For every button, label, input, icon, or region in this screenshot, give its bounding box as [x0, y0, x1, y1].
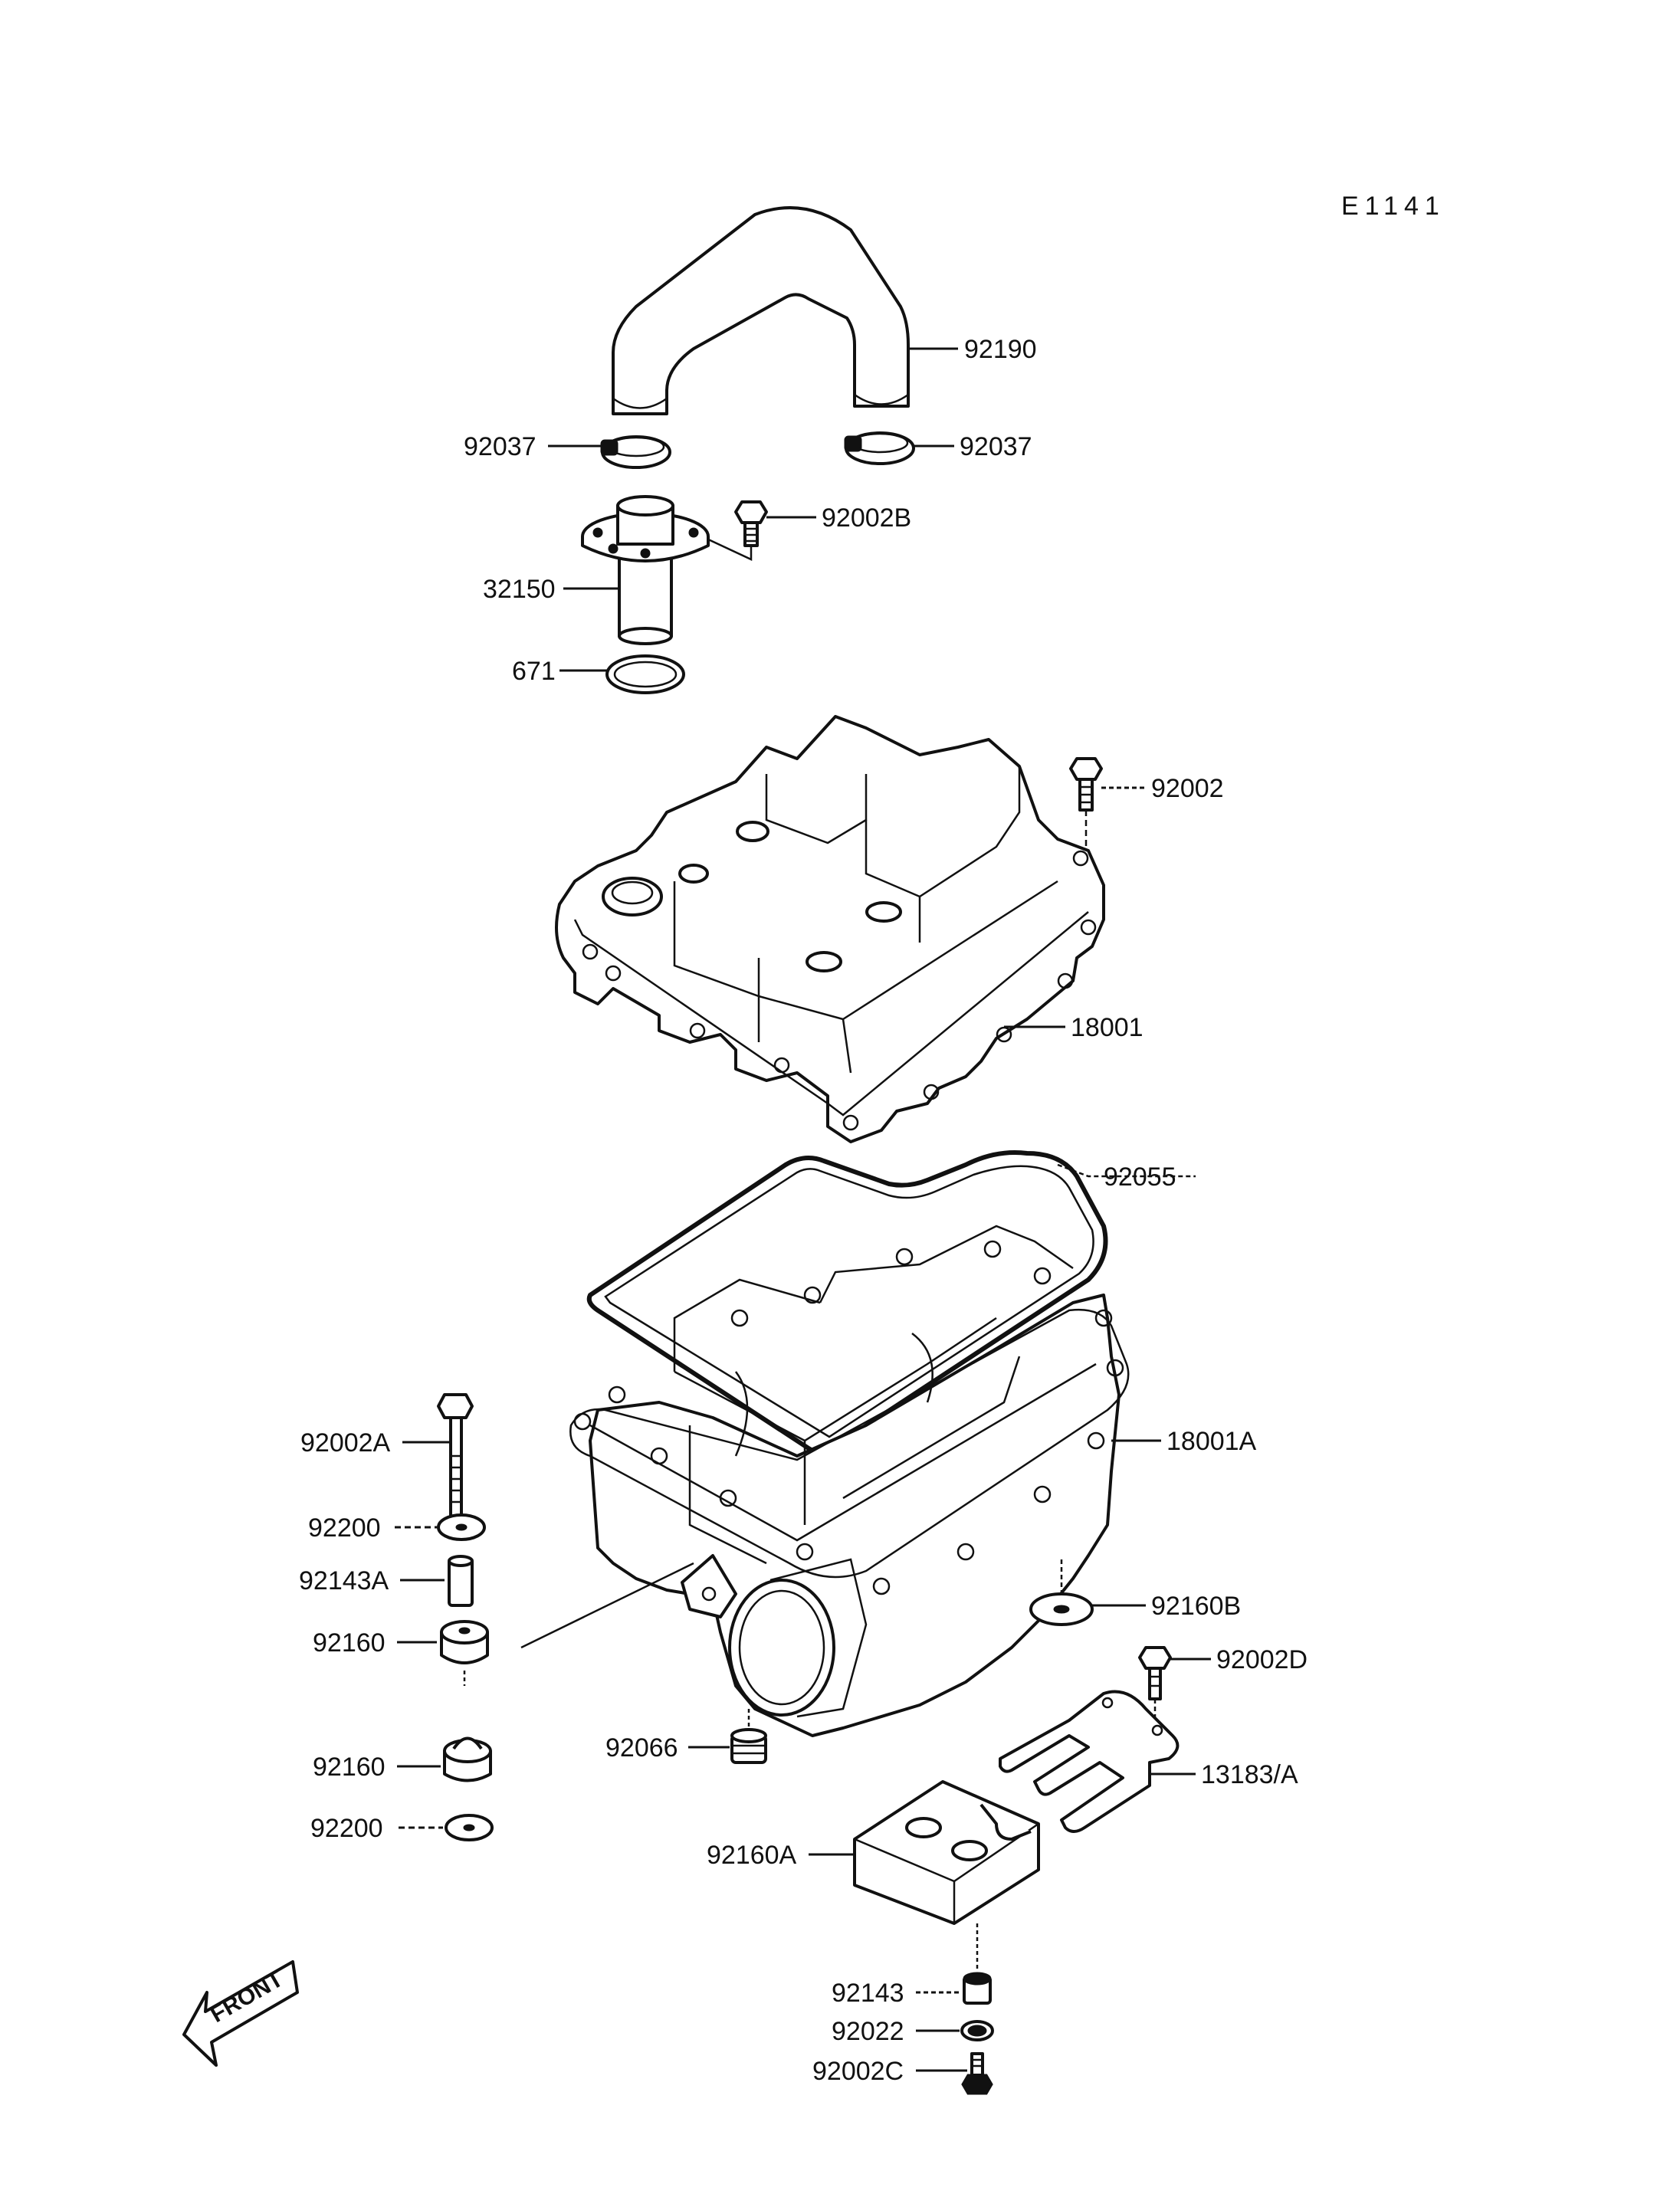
bolt-92002C: [961, 2052, 993, 2095]
bolt-92002D: [1138, 1646, 1172, 1700]
hose-clamp-left-92037: [600, 435, 671, 469]
label-92160-lower: 92160: [313, 1753, 386, 1782]
label-92002C: 92002C: [812, 2057, 904, 2086]
label-92002A: 92002A: [300, 1428, 391, 1458]
upper-case-18001: [555, 715, 1105, 1143]
label-92037-left: 92037: [464, 432, 536, 461]
label-92143: 92143: [832, 1979, 904, 2008]
label-92002: 92002: [1151, 774, 1224, 803]
label-32150: 32150: [483, 575, 556, 604]
label-671: 671: [512, 657, 556, 686]
label-92066: 92066: [605, 1733, 678, 1763]
collar-92143: [963, 1972, 992, 2005]
damper-92160-upper: [440, 1620, 489, 1664]
bolt-92002: [1069, 757, 1103, 812]
hose-92190: [612, 206, 910, 415]
label-92037-right: 92037: [960, 432, 1032, 461]
bolt-92002A: [437, 1393, 474, 1519]
washer-92200-upper: [437, 1513, 486, 1541]
damper-92160-lower: [443, 1736, 492, 1782]
pipe-flange-32150: [581, 495, 710, 645]
label-92160B: 92160B: [1151, 1592, 1241, 1621]
label-18001: 18001: [1071, 1013, 1144, 1042]
label-92200-upper: 92200: [308, 1513, 381, 1543]
front-direction-arrow: FRONT: [182, 1960, 299, 2067]
bolt-92002B: [734, 500, 768, 547]
o-ring-671: [605, 654, 685, 694]
label-13183A: 13183/A: [1201, 1760, 1298, 1789]
label-92160A: 92160A: [707, 1841, 797, 1870]
collar-92143A: [448, 1555, 474, 1607]
hose-clamp-right-92037: [844, 431, 915, 465]
label-18001A: 18001A: [1166, 1427, 1257, 1456]
label-92143A: 92143A: [299, 1566, 389, 1595]
label-92002D: 92002D: [1216, 1645, 1308, 1674]
drain-plug-92066: [730, 1728, 767, 1764]
label-92160-upper: 92160: [313, 1628, 386, 1658]
washer-92022: [960, 2020, 994, 2041]
label-92022: 92022: [832, 2017, 904, 2046]
washer-92200-lower: [445, 1814, 494, 1841]
mount-block-92160A: [853, 1780, 1040, 1925]
label-92002B: 92002B: [822, 503, 911, 533]
label-92190: 92190: [964, 335, 1037, 364]
diagram-id: E1141: [1341, 192, 1445, 221]
washer-92160B: [1029, 1592, 1094, 1626]
lower-case-18001A: [569, 1225, 1130, 1737]
label-92200-lower: 92200: [310, 1814, 383, 1843]
bracket-13183A: [999, 1690, 1180, 1833]
label-92055: 92055: [1104, 1162, 1176, 1192]
